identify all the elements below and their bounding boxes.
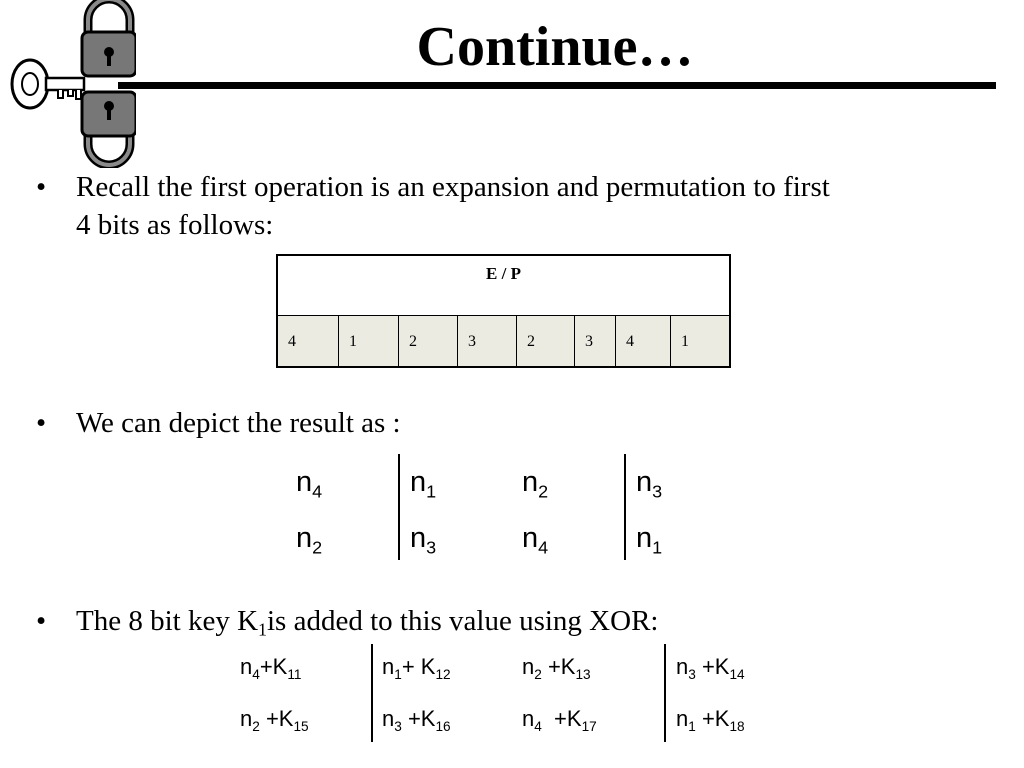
xor-cell: n2 +K13 xyxy=(522,654,591,682)
bullet-3-text: The 8 bit key K1is added to this value u… xyxy=(76,605,659,640)
ep-table: E / P 4 1 2 3 2 3 4 1 xyxy=(276,254,731,368)
bottom-padlock-icon xyxy=(80,90,136,168)
result-divider-right xyxy=(624,454,626,560)
ep-cell: 1 xyxy=(681,333,689,350)
xor-cell: n4+K11 xyxy=(240,654,302,682)
title-underline xyxy=(118,82,996,89)
xor-cell: n1 +K18 xyxy=(676,706,745,734)
ep-cell: 2 xyxy=(517,316,575,366)
xor-cell: n3 +K14 xyxy=(676,654,745,682)
ep-cell: 3 xyxy=(575,316,616,366)
bullet-dot: • xyxy=(36,407,47,439)
ep-cell: 2 xyxy=(399,316,458,366)
result-cell: n1 xyxy=(410,466,437,502)
result-cell: n4 xyxy=(296,466,323,502)
xor-divider-right xyxy=(664,644,666,742)
result-divider-left xyxy=(398,454,400,560)
slide-title: Continue… xyxy=(416,16,694,78)
bullet-1-text: Recall the first operation is an expansi… xyxy=(76,168,976,244)
padlock-key-logo xyxy=(10,0,136,168)
result-cell: n3 xyxy=(410,522,437,558)
result-cell: n3 xyxy=(636,466,663,502)
top-padlock-icon xyxy=(80,0,136,78)
ep-cell: 4 xyxy=(278,316,339,366)
ep-cell: 1 xyxy=(339,316,399,366)
result-cell: n2 xyxy=(296,522,323,558)
xor-cell: n4 +K17 xyxy=(522,706,597,734)
xor-cell: n1+ K12 xyxy=(382,654,451,682)
bullet-1-line-2: 4 bits as follows: xyxy=(76,209,274,241)
ep-cell: 3 xyxy=(458,316,517,366)
xor-divider-left xyxy=(371,644,373,742)
xor-cell: n2 +K15 xyxy=(240,706,309,734)
result-cell: n2 xyxy=(522,466,549,502)
bullet-dot: • xyxy=(36,605,47,637)
key-icon xyxy=(10,58,86,110)
ep-table-row: 4 1 2 3 2 3 4 1 xyxy=(278,316,729,366)
ep-cell: 4 xyxy=(616,316,671,366)
bullet-dot: • xyxy=(36,171,47,203)
result-cell: n4 xyxy=(522,522,549,558)
bullet-1-line-1: Recall the first operation is an expansi… xyxy=(76,171,830,203)
result-cell: n1 xyxy=(636,522,663,558)
ep-table-header: E / P xyxy=(278,256,729,316)
xor-cell: n3 +K16 xyxy=(382,706,451,734)
bullet-2-text: We can depict the result as : xyxy=(76,407,401,439)
